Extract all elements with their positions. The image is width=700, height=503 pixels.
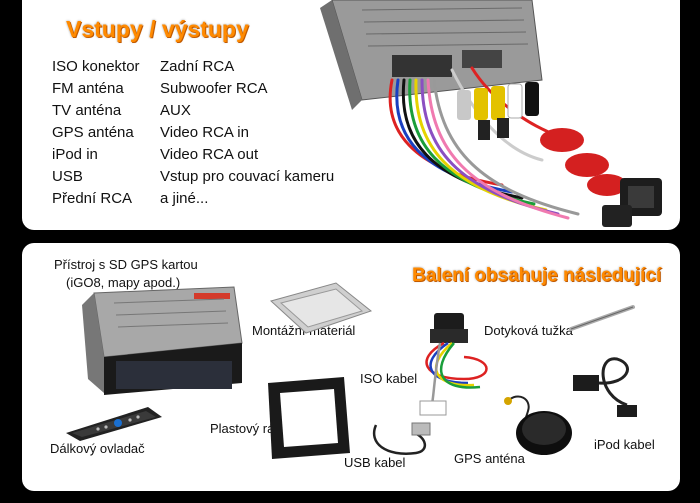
input-item: ISO konektor: [52, 58, 140, 75]
inputs-list: ISO konektor FM anténa TV anténa GPS ant…: [52, 56, 140, 210]
input-item: Přední RCA: [52, 190, 133, 207]
iso-cable-image: [419, 313, 488, 416]
output-item: Vstup pro couvací kameru: [160, 168, 335, 185]
inputs-outputs-title: Vstupy / výstupy: [66, 16, 249, 42]
plastic-frame-image: [268, 377, 350, 459]
iso-cable-label: ISO kabel: [360, 371, 418, 386]
input-item: USB: [52, 168, 83, 185]
stylus-label: Dotyková tužka: [484, 323, 573, 338]
input-item: iPod in: [52, 146, 98, 163]
usb-cable-label: USB kabel: [344, 455, 406, 470]
gps-antenna-label: GPS anténa: [454, 451, 525, 466]
outputs-list: Zadní RCA Subwoofer RCA AUX Video RCA in…: [160, 56, 334, 210]
input-item: GPS anténa: [52, 124, 134, 141]
output-item: AUX: [160, 102, 191, 119]
output-item: Video RCA out: [160, 146, 259, 163]
stylus-image: [569, 305, 635, 331]
output-item: a jiné...: [160, 190, 209, 207]
usb-cable-image: [373, 422, 431, 455]
input-item: TV anténa: [52, 102, 122, 119]
output-item: Zadní RCA: [160, 58, 235, 75]
inputs-outputs-panel: Vstupy / výstupy ISO konektor FM anténa …: [22, 0, 680, 230]
output-item: Subwoofer RCA: [160, 80, 268, 97]
package-contents-title: Balení obsahuje následující: [412, 265, 662, 286]
device-label-line1: Přístroj s SD GPS kartou: [54, 257, 198, 272]
output-item: Video RCA in: [160, 124, 249, 141]
mounting-material-image: [269, 282, 373, 334]
input-item: FM anténa: [52, 80, 124, 97]
package-contents-panel: Balení obsahuje následující Přístroj s S…: [22, 243, 680, 491]
unit-rear-wiring-illustration: [320, 0, 662, 227]
remote-control-image: [66, 407, 162, 441]
remote-control-label: Dálkový ovladač: [50, 441, 145, 456]
device-label-line2: (iGO8, mapy apod.): [66, 275, 181, 290]
gps-antenna-image: [504, 395, 572, 455]
ipod-cable-label: iPod kabel: [594, 437, 655, 452]
head-unit-image: [82, 286, 243, 395]
ipod-cable-image: [573, 357, 637, 417]
